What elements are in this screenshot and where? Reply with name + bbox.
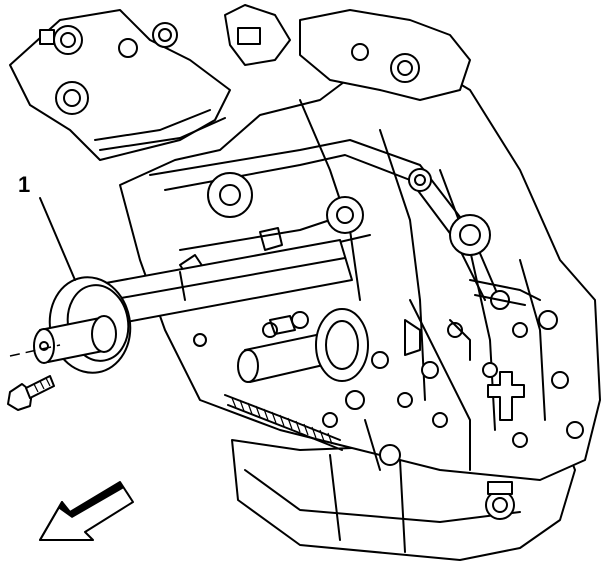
front-direction-arrow bbox=[39, 481, 134, 541]
camshaft-tool bbox=[33, 239, 369, 383]
bolt bbox=[7, 375, 55, 411]
engine-block bbox=[9, 4, 601, 481]
callout-label-1: 1 bbox=[18, 172, 31, 197]
callout-leader-line bbox=[39, 197, 76, 281]
center-line bbox=[9, 344, 61, 357]
